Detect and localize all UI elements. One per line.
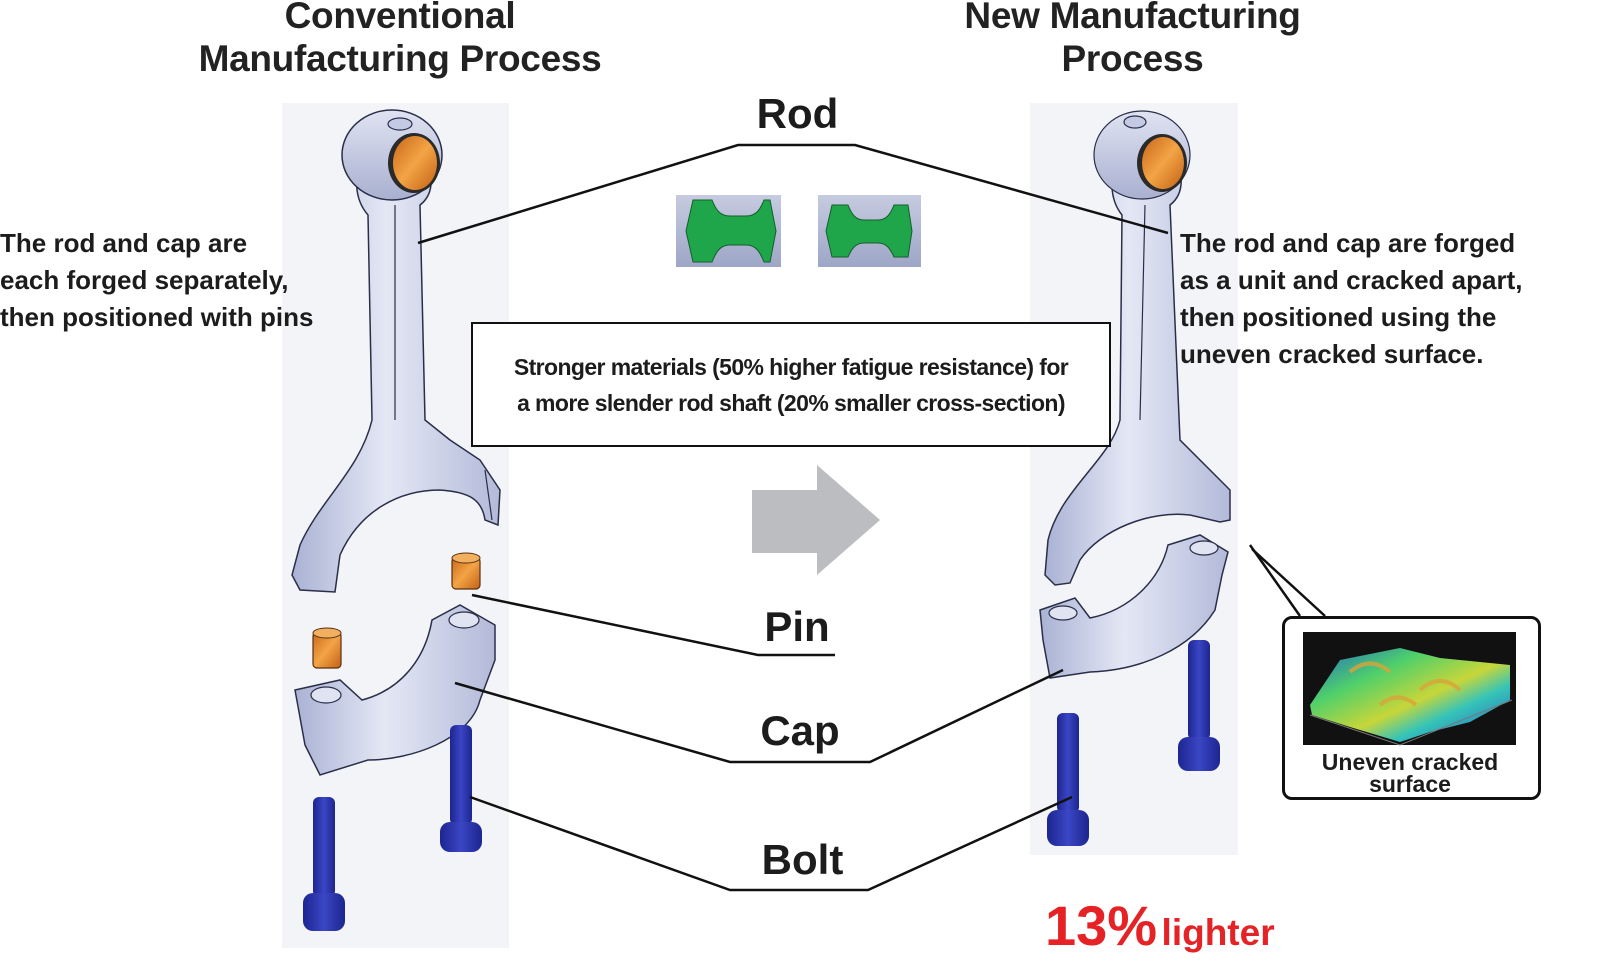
cap-leader-line [454, 668, 1064, 764]
conventional-description-line: The rod and cap are [0, 228, 248, 258]
process-arrow-icon [752, 465, 880, 575]
small-end-bearing [1142, 137, 1184, 189]
new-description-line: as a unit and cracked apart, [1180, 265, 1523, 295]
new-description-line: uneven cracked surface. [1180, 339, 1484, 369]
new-description-line: then positioned using the [1180, 302, 1497, 332]
callout-pointer-line [1248, 544, 1302, 617]
leader-lines [417, 143, 1326, 892]
conventional-cap [294, 604, 496, 776]
new-rod [1044, 110, 1231, 586]
cross-section-conventional [676, 195, 781, 267]
weight-reduction-result: 13% lighter [1045, 893, 1275, 958]
conventional-rod [291, 109, 501, 593]
conventional-pin-lower [312, 627, 342, 669]
conventional-title-line-2: Manufacturing Process [198, 38, 602, 79]
conventional-pin-upper [451, 552, 481, 590]
pin-label: Pin [764, 603, 830, 650]
conventional-bolt-left [303, 797, 345, 931]
bolt-leader-line [469, 795, 1073, 892]
info-box-line: a more slender rod shaft (20% smaller cr… [517, 389, 1065, 416]
info-box: Stronger materials (50% higher fatigue r… [471, 322, 1111, 447]
conventional-description-line: then positioned with pins [0, 302, 314, 332]
new-description: The rod and cap are forged as a unit and… [1180, 225, 1600, 373]
bolt-label: Bolt [761, 836, 844, 883]
small-end-bearing [393, 136, 437, 190]
callout-caption: Uneven cracked surface [1290, 749, 1530, 797]
cap-label: Cap [760, 707, 840, 754]
rod-label: Rod [756, 90, 839, 137]
cross-section-new [818, 195, 921, 267]
cracked-surface-callout [1282, 616, 1541, 800]
callout-pointer-line [1251, 548, 1326, 617]
new-cap [1039, 534, 1229, 679]
weight-reduction-value: 13% [1045, 894, 1158, 957]
conventional-title-line-1: Conventional [284, 0, 516, 36]
pin-leader-line [471, 593, 835, 657]
new-description-line: The rod and cap are forged [1180, 228, 1516, 258]
conventional-title: Conventional Manufacturing Process [150, 0, 650, 81]
new-bolt-left [1047, 713, 1089, 846]
new-title-line-2: Process [1061, 38, 1204, 79]
conventional-bolt-right [440, 725, 482, 852]
new-title-line-1: New Manufacturing [964, 0, 1301, 36]
weight-reduction-label: lighter [1161, 912, 1275, 953]
new-title: New Manufacturing Process [900, 0, 1365, 81]
callout-caption-line: Uneven cracked [1321, 749, 1499, 775]
cracked-surface-image [1303, 632, 1516, 746]
callout-caption-line: surface [1369, 771, 1451, 797]
info-box-line: Stronger materials (50% higher fatigue r… [513, 353, 1069, 380]
new-bolt-right [1178, 640, 1220, 771]
conventional-description: The rod and cap are each forged separate… [0, 225, 380, 336]
rod-leader-line [417, 143, 1169, 245]
conventional-description-line: each forged separately, [0, 265, 289, 295]
